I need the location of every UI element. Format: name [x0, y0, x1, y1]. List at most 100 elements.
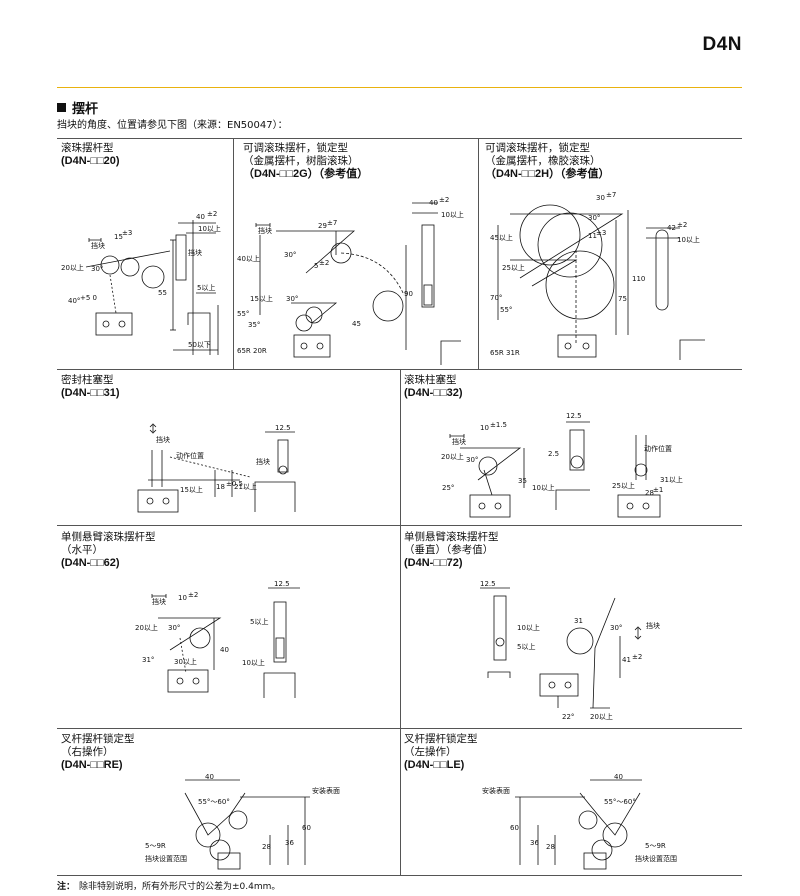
dimension-label: 12.5 [275, 424, 291, 432]
dimension-label: ±2 [439, 196, 449, 204]
dimension-label: 挡块 [91, 241, 105, 250]
dimension-label: ±1.5 [490, 421, 507, 429]
grid-top [57, 138, 742, 139]
section-title: 摆杆 [57, 98, 98, 117]
dimension-label: 15 [114, 233, 123, 241]
grid-col-a [233, 138, 234, 369]
dimension-label: 28 [645, 489, 654, 497]
dimension-label: 31 [574, 617, 583, 625]
dimension-label: 12.5 [566, 412, 582, 420]
dimension-label: 36 [530, 839, 539, 847]
dimension-label: 5～9R [145, 842, 166, 850]
grid-row2 [57, 525, 742, 526]
dimension-label: 30 [596, 194, 605, 202]
dimension-label: 动作位置 [176, 451, 204, 460]
dimension-label: 35 [518, 477, 527, 485]
footnote: 注：除非特别说明，所有外形尺寸的公差为±0.4mm。 [57, 882, 281, 892]
dimension-label: 安装表面 [482, 786, 510, 795]
dimension-label: 20以上 [61, 263, 84, 272]
figure-sealed-plunger: 挡块 动作位置 15以上 18±0.5 21以上 12.5 挡块 [130, 422, 310, 522]
figure-single-side-vertical: 12.5 10以上 5以上 31 30° 41±2 22° 20以上 挡块 [470, 578, 680, 726]
dimension-label: 40 [205, 773, 214, 781]
dimension-label: 30° [588, 214, 600, 222]
section-note: 挡块的角度、位置请参见下图（来源：EN50047）： [57, 120, 288, 131]
dimension-label: 55 [158, 289, 167, 297]
dimension-label: 挡块 [156, 435, 170, 444]
grid-col-c [400, 369, 401, 875]
dimension-label: 15以上 [250, 294, 273, 303]
cell-62-title: 单侧悬臂滚珠摆杆型 （水平）(D4N-□□62) [61, 531, 156, 569]
figure-single-side-horizontal: 10±2 挡块 20以上 30° 31° 30以上 40 12.5 5以上 10… [130, 578, 310, 698]
figure-roller-plunger: 10±1.5 挡块 20以上 30° 25° 35 12.5 2.5 10以上 … [440, 410, 683, 522]
dimension-label: 35° [248, 321, 260, 329]
dimension-label: 10以上 [532, 483, 555, 492]
dimension-label: 5以上 [517, 642, 535, 651]
dimension-label: 10以上 [198, 224, 221, 233]
grid-row3 [57, 728, 742, 729]
dimension-label: 21以上 [234, 482, 257, 491]
dimension-label: 2.5 [548, 450, 559, 458]
dimension-label: 55°～60° [604, 798, 636, 806]
dimension-label: 安装表面 [312, 786, 340, 795]
square-bullet-icon [57, 103, 66, 112]
dimension-label: 65R 31R [490, 349, 520, 357]
figure-adjustable-roller-lever-resin: 29±7 挡块 40以上 30° 5±2 15以上 30° 55° 35° 45… [236, 195, 476, 365]
dimension-label: ±1 [653, 486, 663, 494]
dimension-label: 动作位置 [644, 444, 672, 453]
dimension-label: 30° [284, 251, 296, 259]
cell-le-title: 叉杆摆杆锁定型 （左操作）(D4N-□□LE) [404, 733, 478, 771]
grid-col-b [478, 138, 479, 369]
dimension-label: 36 [285, 839, 294, 847]
dimension-label: ±2 [207, 210, 217, 218]
dimension-label: 5以上 [197, 283, 215, 292]
grid-bottom [57, 875, 742, 876]
dimension-label: 20以上 [441, 452, 464, 461]
dimension-label: 15以上 [180, 485, 203, 494]
dimension-label: 30° [91, 265, 103, 273]
dimension-label: 55° [237, 310, 249, 318]
dimension-label: 110 [632, 275, 645, 283]
dimension-label: 10以上 [517, 623, 540, 632]
cell-72-title: 单侧悬臂滚珠摆杆型 （垂直）（参考值）(D4N-□□72) [404, 531, 499, 569]
dimension-label: ±2 [677, 221, 687, 229]
dimension-label: 30以上 [174, 657, 197, 666]
dimension-label: 60 [302, 824, 311, 832]
dimension-label: 10以上 [242, 658, 265, 667]
cell-re-title: 叉杆摆杆锁定型 （右操作）(D4N-□□RE) [61, 733, 135, 771]
dimension-label: 挡块 [152, 597, 166, 606]
header-rule [57, 87, 742, 88]
dimension-label: 55° [500, 306, 512, 314]
dimension-label: 40 [614, 773, 623, 781]
dimension-label: 10 [178, 594, 187, 602]
dimension-label: 45 [352, 320, 361, 328]
dimension-label: 50以下 [188, 341, 211, 349]
figure-adjustable-roller-lever-rubber: 30±7 30° 11±3 45以上 25以上 70° 55° 110 75 4… [480, 190, 715, 365]
dimension-label: 20以上 [135, 623, 158, 632]
dimension-label: ±7 [327, 219, 337, 227]
dimension-label: 25° [442, 484, 454, 492]
dimension-label: 30° [466, 456, 478, 464]
dimension-label: 31° [142, 656, 154, 664]
dimension-label: 12.5 [480, 580, 496, 588]
dimension-label: 18 [216, 483, 225, 491]
dimension-label: ±3 [596, 229, 606, 237]
dimension-label: 25以上 [612, 481, 635, 490]
dimension-label: 60 [510, 824, 519, 832]
dimension-label: 30° [286, 295, 298, 303]
figure-fork-lever-right: 40 55°～60° 安装表面 60 36 28 5～9R 挡块设置范围 [140, 773, 360, 875]
cell-20-title: 滚珠摆杆型(D4N-□□20) [61, 142, 120, 167]
dimension-label: 70° [490, 294, 502, 302]
dimension-label: 40以上 [237, 254, 260, 263]
dimension-label: ±2 [319, 259, 329, 267]
dimension-label: ±0.5 [226, 480, 243, 488]
dimension-label: 5 [314, 262, 318, 270]
dimension-label: 挡块 [188, 248, 202, 257]
dimension-label: 45以上 [490, 233, 513, 242]
section-title-text: 摆杆 [72, 102, 99, 117]
dimension-label: 22° [562, 713, 574, 721]
dimension-label: 11 [588, 232, 597, 240]
cell-31-title: 密封柱塞型(D4N-□□31) [61, 374, 120, 399]
dimension-label: 10以上 [677, 235, 700, 244]
dimension-label: 挡块 [258, 226, 272, 235]
dimension-label: 29 [318, 222, 327, 230]
